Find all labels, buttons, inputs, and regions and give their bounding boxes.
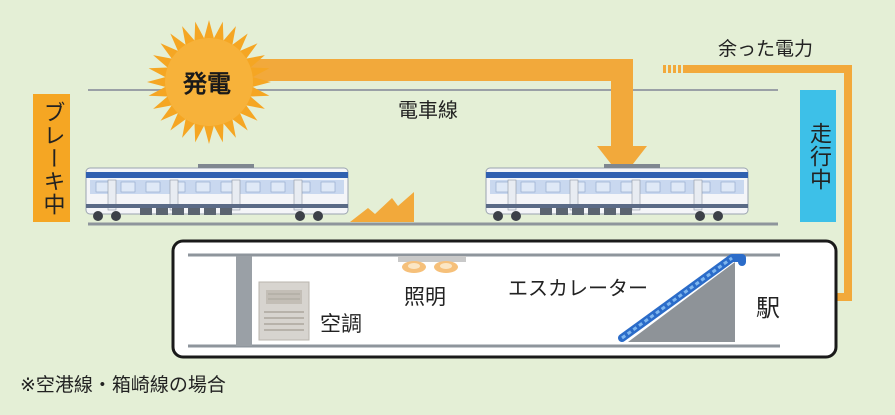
train-wheel <box>511 211 521 221</box>
generation-arrowhead <box>597 146 647 178</box>
train-door <box>107 179 117 211</box>
train-wheel <box>493 211 503 221</box>
train-equipment <box>220 208 232 215</box>
surplus-dashes <box>663 65 681 73</box>
overhead-line-text: 電車線 <box>398 98 458 122</box>
train-equipment <box>620 208 632 215</box>
train-wheel <box>295 211 305 221</box>
train-door <box>693 179 703 211</box>
escalator-icon <box>618 254 746 342</box>
lighting-text: 照明 <box>404 285 446 309</box>
sun-core <box>165 38 253 126</box>
train-wheel <box>93 211 103 221</box>
sun-burst <box>147 20 271 144</box>
station-text: 駅 <box>756 294 780 322</box>
train-equipment <box>140 208 152 215</box>
train-window <box>645 181 661 193</box>
train-window <box>545 181 561 193</box>
train-window <box>195 181 211 193</box>
train-door <box>631 179 641 211</box>
train-lower-stripe <box>86 204 348 208</box>
pantograph-right <box>604 164 660 168</box>
train-equipment <box>204 208 216 215</box>
train-window <box>670 181 686 193</box>
train-stripe <box>86 172 348 178</box>
train-equipment <box>172 208 184 215</box>
train-window <box>720 181 736 193</box>
surplus-power-text: 余った電力 <box>718 38 814 60</box>
train-door <box>507 179 517 211</box>
train-running <box>485 167 749 221</box>
footnote-text: ※空港線・箱崎線の場合 <box>20 374 226 396</box>
train-window <box>320 181 336 193</box>
pantograph-left <box>198 164 254 168</box>
train-wheel <box>111 211 121 221</box>
train-window <box>145 181 161 193</box>
train-wheel <box>313 211 323 221</box>
train-window <box>595 181 611 193</box>
lighting-icon <box>398 256 466 273</box>
running-label-text: 走行中 <box>806 121 831 191</box>
escalator-text: エスカレーター <box>508 276 648 300</box>
train-window <box>270 181 286 193</box>
train-window <box>245 181 261 193</box>
generation-text: 発電 <box>183 70 231 98</box>
station-pillar <box>236 256 252 346</box>
generation-arrow <box>230 59 633 150</box>
train-equipment <box>588 208 600 215</box>
braking-label: ブレーキ中 <box>33 94 70 222</box>
air-conditioning-text: 空調 <box>320 312 362 336</box>
train-window <box>120 181 136 193</box>
braking-label-text: ブレーキ中 <box>39 100 65 216</box>
train-equipment <box>156 208 168 215</box>
air-conditioner-icon <box>258 281 310 341</box>
train-door <box>231 179 241 211</box>
train-equipment <box>556 208 568 215</box>
regeneration-zigzag <box>350 192 414 222</box>
train-equipment <box>604 208 616 215</box>
train-stripe <box>486 172 748 178</box>
train-equipment <box>572 208 584 215</box>
train-window <box>520 181 536 193</box>
train-wheel <box>695 211 705 221</box>
train-door <box>293 179 303 211</box>
running-label: 走行中 <box>800 90 836 222</box>
train-lower-stripe <box>486 204 748 208</box>
train-equipment <box>540 208 552 215</box>
train-equipment <box>188 208 200 215</box>
train-wheel <box>713 211 723 221</box>
train-braking <box>85 167 349 221</box>
